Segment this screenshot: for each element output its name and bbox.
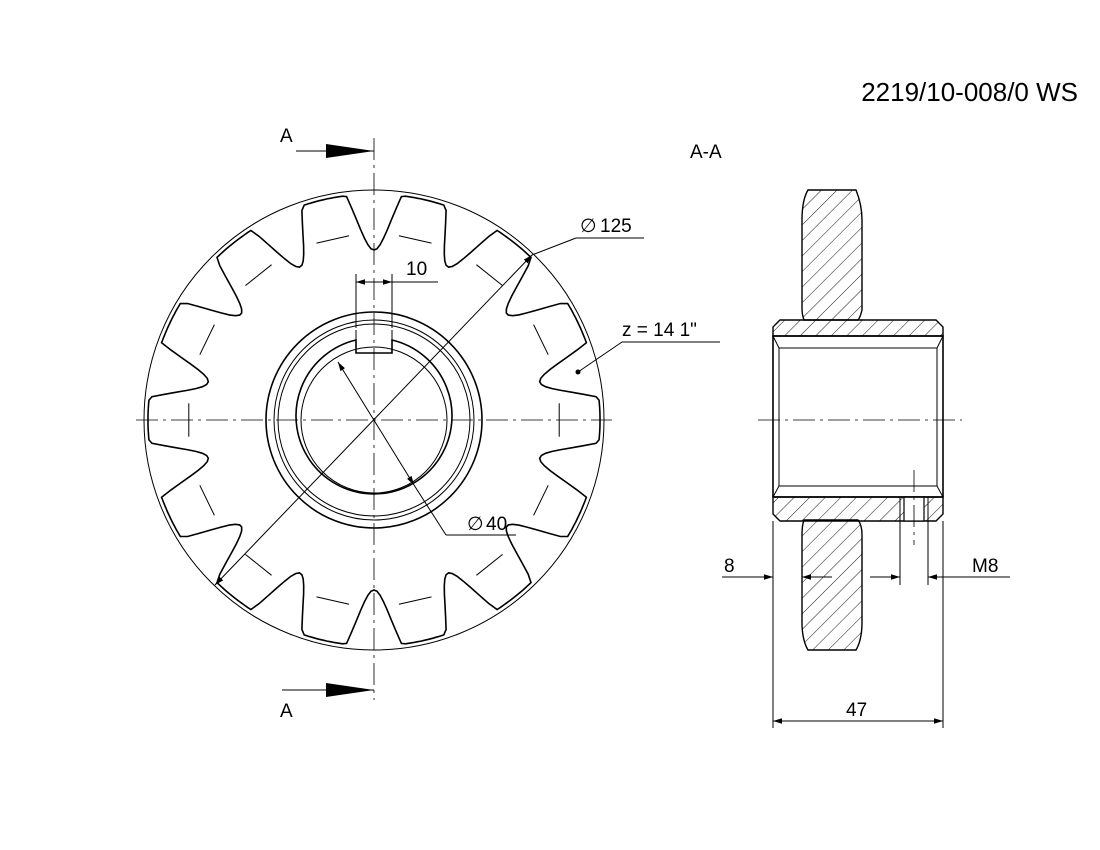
svg-text:A: A — [280, 126, 293, 147]
tooth-chord — [398, 235, 432, 244]
sprocket-section-view — [758, 189, 962, 651]
diameter-40-dimension: ∅ 40 — [337, 361, 516, 536]
set-screw-value: M8 — [972, 556, 998, 577]
tooth-chord — [398, 596, 432, 605]
keyway-width-value: 10 — [406, 259, 427, 280]
lower-tooth-section — [801, 519, 863, 651]
upper-tooth-section — [801, 189, 863, 321]
tooth-chord — [199, 485, 215, 516]
sprocket-teeth-outline — [147, 195, 601, 645]
section-cut-marker-top: A — [280, 126, 374, 158]
bore-diameter-value: 40 — [486, 514, 507, 535]
bore-section — [772, 335, 944, 498]
outer-diameter-value: 125 — [600, 216, 632, 237]
svg-text:A: A — [280, 701, 293, 722]
section-cut-marker-bottom: A — [280, 683, 374, 722]
tooth-chord — [316, 596, 350, 605]
drawing-number: 2219/10-008/0 WS — [861, 77, 1078, 107]
teeth-count-value: z = 14 1" — [622, 320, 697, 341]
tooth-chord — [476, 554, 503, 576]
hub-width-dimension: 47 — [773, 521, 944, 728]
flange-offset-dimension: 8 — [722, 521, 832, 728]
flange-offset-value: 8 — [724, 556, 735, 577]
tooth-chord — [476, 264, 503, 286]
tooth-chord — [316, 235, 350, 244]
hub-width-value: 47 — [846, 700, 867, 721]
hub-top-wall — [772, 319, 944, 337]
diameter-125-dimension: ∅ 125 — [214, 216, 644, 586]
tooth-chord — [533, 485, 549, 516]
keyway-width-dimension: 10 — [355, 259, 438, 328]
tooth-chord — [245, 554, 272, 576]
section-label: A-A — [690, 142, 722, 163]
tooth-chord — [533, 324, 549, 355]
set-screw-dimension: M8 — [870, 521, 1010, 585]
tooth-chord — [245, 264, 272, 286]
svg-text:∅: ∅ — [580, 216, 597, 237]
tooth-chord — [199, 324, 215, 355]
svg-text:∅: ∅ — [467, 514, 484, 535]
teeth-count-callout: z = 14 1" — [575, 320, 720, 375]
